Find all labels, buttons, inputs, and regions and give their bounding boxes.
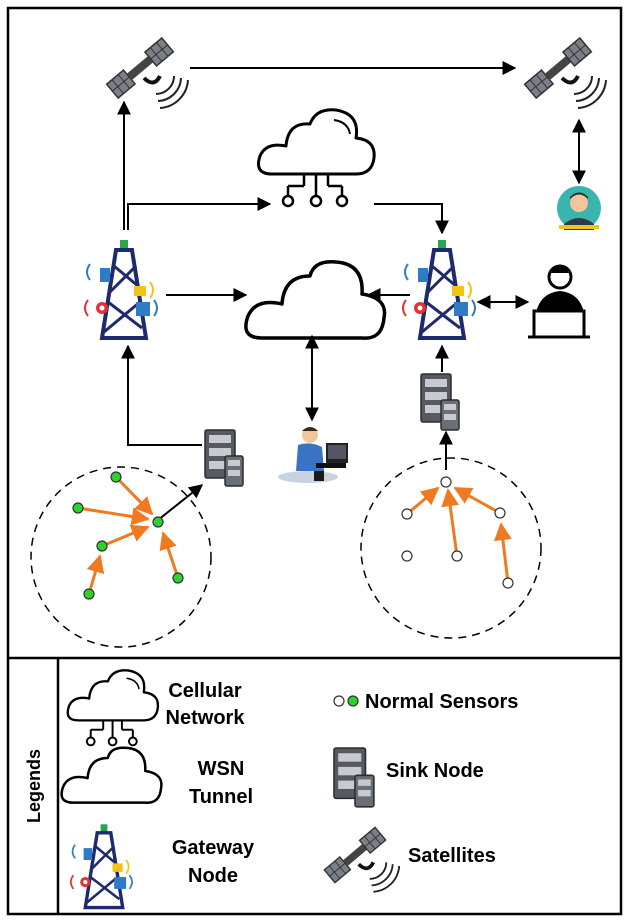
connection-arrows: [117, 61, 586, 521]
sensor-links: [77, 475, 512, 595]
satellite-icon-right: [522, 35, 608, 110]
legend-sink-node-icon: [333, 747, 375, 808]
wsn-tunnel-cloud-icon: [244, 260, 387, 340]
legend-title: Legends: [24, 749, 44, 823]
legend-sensor-white: [333, 695, 345, 707]
user-at-laptop-icon: [528, 264, 590, 339]
legend-gateway-label-2: Node: [188, 865, 238, 887]
normal-sensors: [72, 471, 514, 600]
legend-sink-node-label: Sink Node: [386, 760, 484, 782]
legend-normal-sensors-label: Normal Sensors: [365, 691, 518, 713]
operator-avatar-icon: [557, 186, 601, 230]
sensor-cluster-left: [30, 466, 212, 648]
legend-satellites-label: Satellites: [408, 845, 496, 867]
sensor-cluster-right: [360, 457, 542, 639]
legend-sensor-green: [347, 695, 359, 707]
sink-node-server-icon-left: [204, 429, 244, 487]
gateway-tower-icon-right: [401, 238, 477, 340]
outer-frame: [6, 6, 623, 916]
legend-wsn-tunnel-icon: [60, 746, 163, 804]
legend-wsn-label-1: WSN: [198, 758, 245, 780]
legend-cellular-label-1: Cellular: [168, 680, 242, 702]
cellular-network-cloud-icon: [257, 108, 376, 208]
user-at-computer-icon: [278, 427, 348, 483]
satellite-icon-left: [104, 35, 190, 110]
legend-gateway-label-1: Gateway: [172, 837, 255, 859]
legend-satellite-icon: [322, 825, 402, 894]
legend-cellular-network-icon: [66, 669, 160, 747]
legend-gateway-icon: [69, 822, 134, 910]
sink-node-server-icon-right: [420, 373, 460, 431]
legend-wsn-label-2: Tunnel: [189, 786, 253, 808]
gateway-tower-icon-left: [83, 238, 159, 340]
legend-cellular-label-2: Network: [166, 707, 246, 729]
